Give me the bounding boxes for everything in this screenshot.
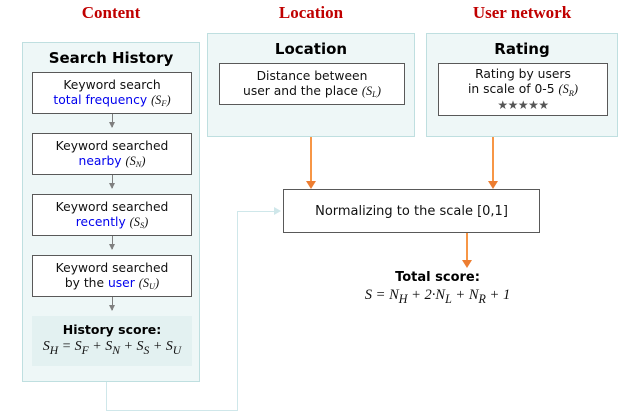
normalizing-label: Normalizing to the scale [0,1] <box>315 203 508 219</box>
panel-title-search-history: Search History <box>48 49 174 67</box>
history-score-label: History score: <box>62 322 162 338</box>
total-score-label: Total score: <box>395 270 480 285</box>
box-symbol: (SS) <box>129 214 149 231</box>
box-accent-term: total frequency <box>53 92 148 107</box>
box-symbol: (SR) <box>558 82 578 98</box>
box-keyword-recently: Keyword searched recently (SS) <box>32 194 192 236</box>
arrow-location-to-normalizing <box>306 137 316 189</box>
box-accent-term: recently <box>75 214 126 229</box>
column-header-user-network: User network <box>472 3 572 22</box>
arrow-nearby-to-recently <box>109 175 115 189</box>
box-line-1: Rating by users <box>475 67 571 81</box>
box-line-2: user and the place <box>243 83 358 98</box>
box-line-1: Keyword searched <box>55 199 169 214</box>
panel-location: Location Distance between user and the p… <box>207 33 415 137</box>
panel-search-history: Search History Keyword search total freq… <box>22 42 200 382</box>
history-score-equation: SH = SF + SN + SS + SU <box>42 339 182 357</box>
feedback-path-segment-down <box>106 382 107 411</box>
arrow-rating-to-normalizing <box>488 137 498 189</box>
box-symbol: (SL) <box>361 83 381 100</box>
arrow-freq-to-nearby <box>109 114 115 128</box>
arrow-user-to-history-score <box>109 297 115 311</box>
box-accent-term: user <box>107 275 135 290</box>
panel-title-location: Location <box>274 40 348 58</box>
box-normalizing: Normalizing to the scale [0,1] <box>283 189 540 233</box>
history-score-block: History score: SH = SF + SN + SS + SU <box>32 316 192 366</box>
box-symbol: (SN) <box>125 153 146 170</box>
box-prefix: by the <box>64 275 108 290</box>
total-score-block: Total score: S = NH + 2·NL + NR + 1 <box>330 269 545 309</box>
feedback-path-segment-into-normalizing <box>237 211 277 212</box>
feedback-path-segment-up <box>237 211 238 411</box>
box-symbol: (SU) <box>138 275 160 292</box>
panel-title-rating: Rating <box>494 40 550 58</box>
feedback-path-segment-right <box>106 410 238 411</box>
box-rating: Rating by users in scale of 0-5 (SR) ★★★… <box>438 63 608 116</box>
box-line-1: Keyword search <box>63 77 161 92</box>
total-score-equation: S = NH + 2·NL + NR + 1 <box>364 287 511 306</box>
star-rating-icon: ★★★★★ <box>497 98 549 112</box>
panel-rating: Rating Rating by users in scale of 0-5 (… <box>426 33 618 137</box>
box-keyword-by-user: Keyword searched by the user (SU) <box>32 255 192 297</box>
box-symbol: (SF) <box>151 92 171 109</box>
arrow-normalizing-to-total-score <box>462 233 472 268</box>
box-line-1: Keyword searched <box>55 260 169 275</box>
box-distance: Distance between user and the place (SL) <box>219 63 405 105</box>
column-header-content: Content <box>81 3 141 22</box>
box-line-1: Distance between <box>256 68 368 83</box>
column-header-location: Location <box>278 3 344 22</box>
box-accent-term: nearby <box>78 153 122 168</box>
box-line-1: Keyword searched <box>55 138 169 153</box>
arrow-recently-to-user <box>109 236 115 250</box>
box-line-2: in scale of 0-5 <box>468 82 555 96</box>
box-keyword-total-frequency: Keyword search total frequency (SF) <box>32 72 192 114</box>
box-keyword-nearby: Keyword searched nearby (SN) <box>32 133 192 175</box>
feedback-path-arrowhead <box>274 207 281 215</box>
